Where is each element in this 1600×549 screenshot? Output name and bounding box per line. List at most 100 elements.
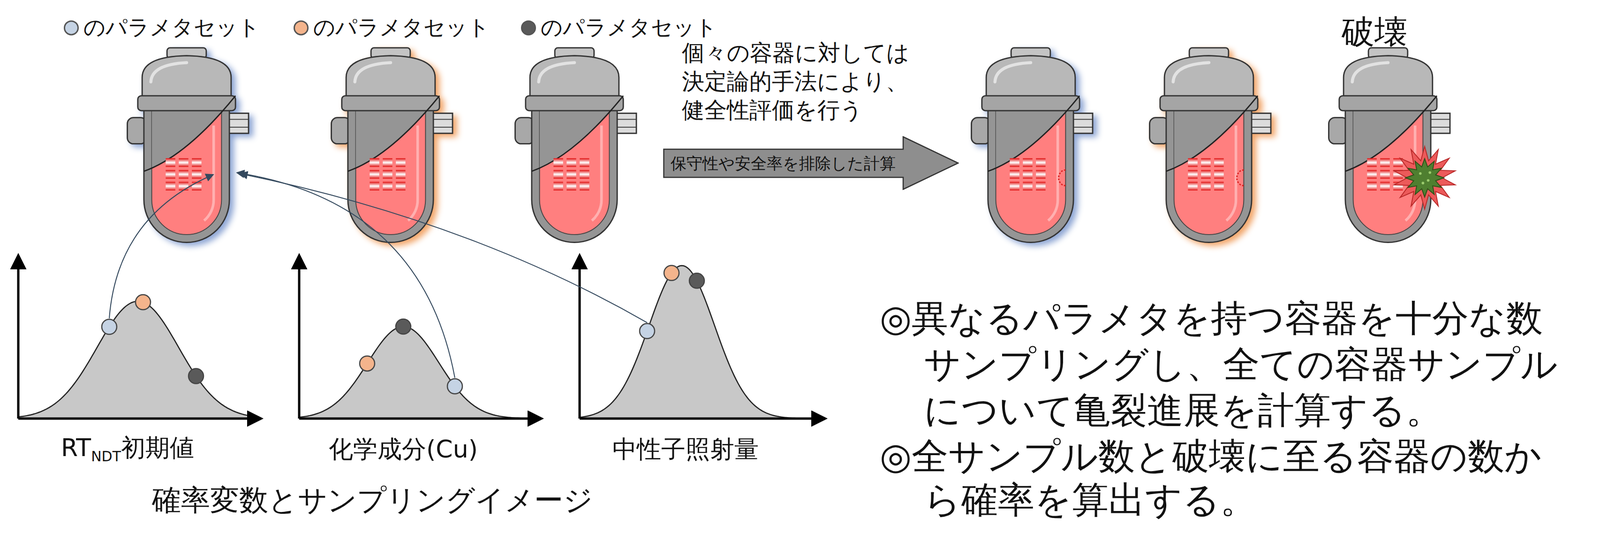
- inner-shade: [591, 125, 602, 221]
- sample-dot: [188, 368, 204, 384]
- reactor-vessel: [1149, 47, 1272, 243]
- fuel-cell: [191, 169, 202, 179]
- nozzle-line: [617, 126, 637, 128]
- distribution-area: [300, 326, 531, 419]
- y-axis: [17, 256, 20, 419]
- head-highlight: [995, 62, 1031, 82]
- legend-text: のパラメタセット: [540, 14, 717, 41]
- sample-dot: [664, 265, 680, 281]
- fuel-cell: [1380, 169, 1390, 179]
- fuel-cell: [1022, 158, 1033, 167]
- inner-shade: [1226, 125, 1236, 221]
- leader-line: [109, 174, 214, 318]
- fuel-cell: [1366, 158, 1377, 167]
- distribution-area: [19, 301, 250, 419]
- sample-dot: [639, 323, 655, 339]
- fuel-cell: [1214, 181, 1224, 191]
- cutaway-line: [988, 95, 1080, 172]
- debris-dot: [1421, 181, 1425, 185]
- debris-dot: [1418, 172, 1422, 175]
- fuel-cell: [1200, 181, 1211, 191]
- legend-swatch: [63, 20, 79, 36]
- fuel-cell: [382, 169, 393, 179]
- fuel-cell: [566, 169, 576, 179]
- nozzle-line: [433, 118, 453, 120]
- fuel-cell: [566, 158, 576, 167]
- fuel-cell: [579, 169, 589, 179]
- fuel-cell: [191, 158, 202, 167]
- reactor-vessel: [515, 47, 637, 243]
- outlet-nozzle: [1071, 113, 1093, 134]
- cutaway-line: [347, 95, 440, 172]
- axis-label-subscript: NDT: [90, 447, 121, 465]
- fuel-cell: [1187, 158, 1198, 167]
- fuel-cell: [395, 181, 406, 191]
- vessel-head: [986, 55, 1076, 99]
- legend-entry: のパラメタセット: [63, 14, 260, 41]
- fuel-cell: [369, 158, 379, 167]
- description-text: ◎全サンプル数と破壊に至る容器の数か: [879, 434, 1542, 479]
- fuel-cell: [165, 169, 175, 179]
- vessel-head: [1164, 55, 1254, 99]
- nozzle-line: [433, 126, 453, 128]
- fuel-cell: [178, 181, 189, 191]
- flange: [341, 95, 440, 111]
- debris-dot: [1428, 171, 1432, 174]
- x-axis: [18, 417, 261, 420]
- outlet-nozzle: [615, 113, 637, 134]
- outlet-nozzle: [1428, 113, 1450, 134]
- nozzle-line: [1251, 118, 1271, 120]
- flange: [525, 95, 624, 111]
- burst-outer: [1394, 146, 1456, 210]
- fuel-cell: [178, 158, 189, 167]
- nozzle-line: [229, 118, 249, 120]
- note-text: 個々の容器に対しては: [681, 39, 910, 67]
- outlet-nozzle: [1249, 113, 1271, 134]
- y-axis: [578, 256, 582, 419]
- fuel-cell: [1366, 169, 1377, 179]
- fuel-cell: [395, 158, 406, 167]
- outlet-nozzle: [227, 113, 249, 134]
- sample-dot: [447, 378, 463, 394]
- fuel-cell: [1022, 181, 1033, 191]
- fuel-cell: [382, 181, 393, 191]
- fuel-cell: [1214, 169, 1224, 179]
- sample-dot: [395, 318, 411, 334]
- axis-label: 中性子照射量: [612, 434, 759, 464]
- fuel-cell: [1200, 169, 1211, 179]
- outlet-nozzle: [431, 113, 453, 134]
- fuel-cell: [191, 181, 202, 191]
- flange: [1339, 95, 1437, 111]
- legend-swatch: [293, 20, 309, 36]
- fuel-cell: [553, 158, 563, 167]
- fuel-cell: [1187, 181, 1198, 191]
- flange: [1160, 95, 1258, 111]
- description-text: サンプリングし、全ての容器サンプル: [923, 342, 1558, 387]
- leader-line: [240, 173, 648, 323]
- vessel-head: [346, 55, 436, 99]
- distribution-curve: [19, 301, 250, 417]
- head-highlight: [1352, 62, 1389, 82]
- fuel-cell: [1200, 158, 1211, 167]
- sample-dot: [359, 355, 375, 371]
- fuel-cell: [1187, 169, 1198, 179]
- nozzle-line: [1430, 118, 1450, 120]
- legend-text: のパラメタセット: [83, 14, 260, 41]
- sample-dot: [101, 318, 117, 334]
- reactor-vessel: [1328, 47, 1456, 243]
- nozzle-line: [1430, 126, 1450, 128]
- fuel-cell: [178, 169, 189, 179]
- x-axis: [299, 417, 541, 420]
- fuel-cell: [369, 169, 379, 179]
- fuel-cell: [1214, 158, 1224, 167]
- fuel-cell: [553, 169, 563, 179]
- fuel-cell: [1380, 181, 1390, 191]
- cutaway-line: [143, 95, 236, 172]
- inner-shade: [1048, 125, 1058, 221]
- debris-dot: [1426, 179, 1430, 182]
- axis-label: 初期値: [120, 433, 195, 462]
- flange: [137, 95, 236, 111]
- legend-entry: のパラメタセット: [293, 14, 490, 41]
- fuel-cell: [1035, 169, 1046, 179]
- cutaway-line: [1166, 95, 1258, 172]
